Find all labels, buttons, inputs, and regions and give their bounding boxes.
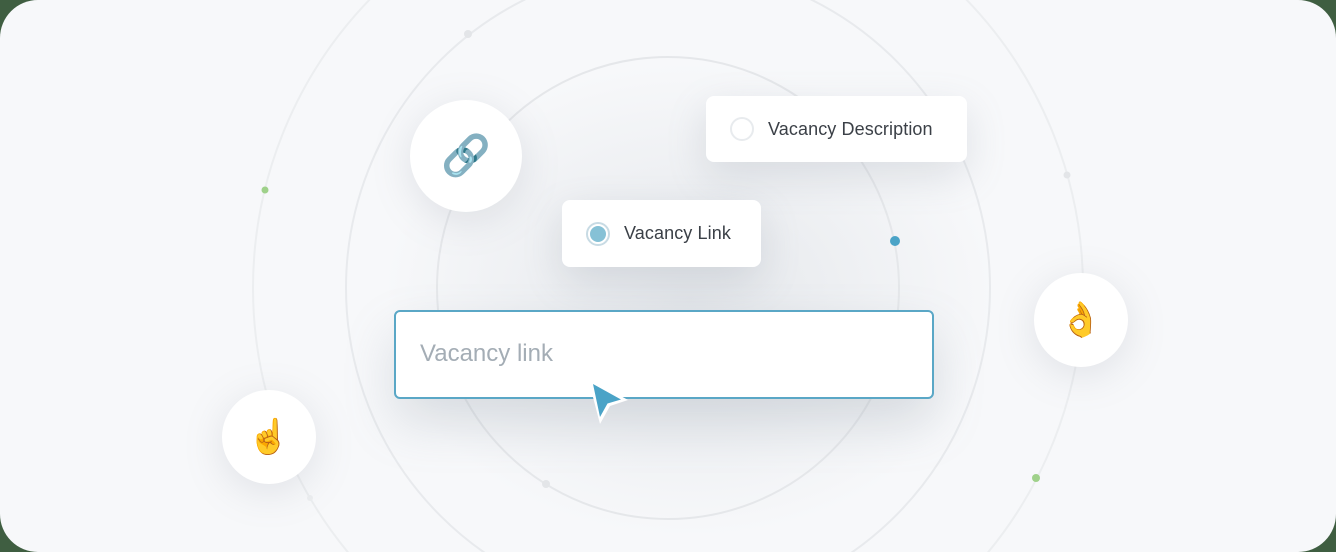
pointing-up-icon: ☝️ bbox=[247, 417, 291, 457]
vacancy-link-input[interactable] bbox=[420, 339, 932, 368]
option-vacancy-link[interactable]: Vacancy Link bbox=[562, 200, 761, 267]
radio-dot bbox=[590, 225, 606, 242]
radio-checked[interactable] bbox=[586, 221, 610, 246]
orbit-dot-blue bbox=[890, 236, 900, 246]
orbit-dot-gray bbox=[464, 30, 472, 38]
orbit-dot-gray bbox=[1063, 171, 1071, 179]
option-label: Vacancy Description bbox=[768, 118, 933, 139]
orbit-dot-green bbox=[1032, 474, 1040, 482]
pointing-up-bubble: ☝️ bbox=[222, 390, 316, 484]
orbit-dot-gray bbox=[542, 480, 550, 488]
ok-hand-bubble: 👌 bbox=[1034, 273, 1128, 367]
orbit-dot-green bbox=[261, 186, 269, 194]
mouse-cursor-icon bbox=[588, 378, 628, 424]
radio-unchecked[interactable] bbox=[730, 117, 754, 141]
ok-hand-icon: 👌 bbox=[1059, 300, 1103, 340]
option-label: Vacancy Link bbox=[624, 223, 731, 243]
link-bubble: 🔗 bbox=[410, 100, 522, 212]
option-vacancy-description[interactable]: Vacancy Description bbox=[706, 96, 967, 162]
orbit-dot-gray bbox=[307, 495, 313, 501]
link-icon: 🔗 bbox=[441, 133, 491, 179]
vacancy-link-field[interactable] bbox=[394, 310, 934, 399]
